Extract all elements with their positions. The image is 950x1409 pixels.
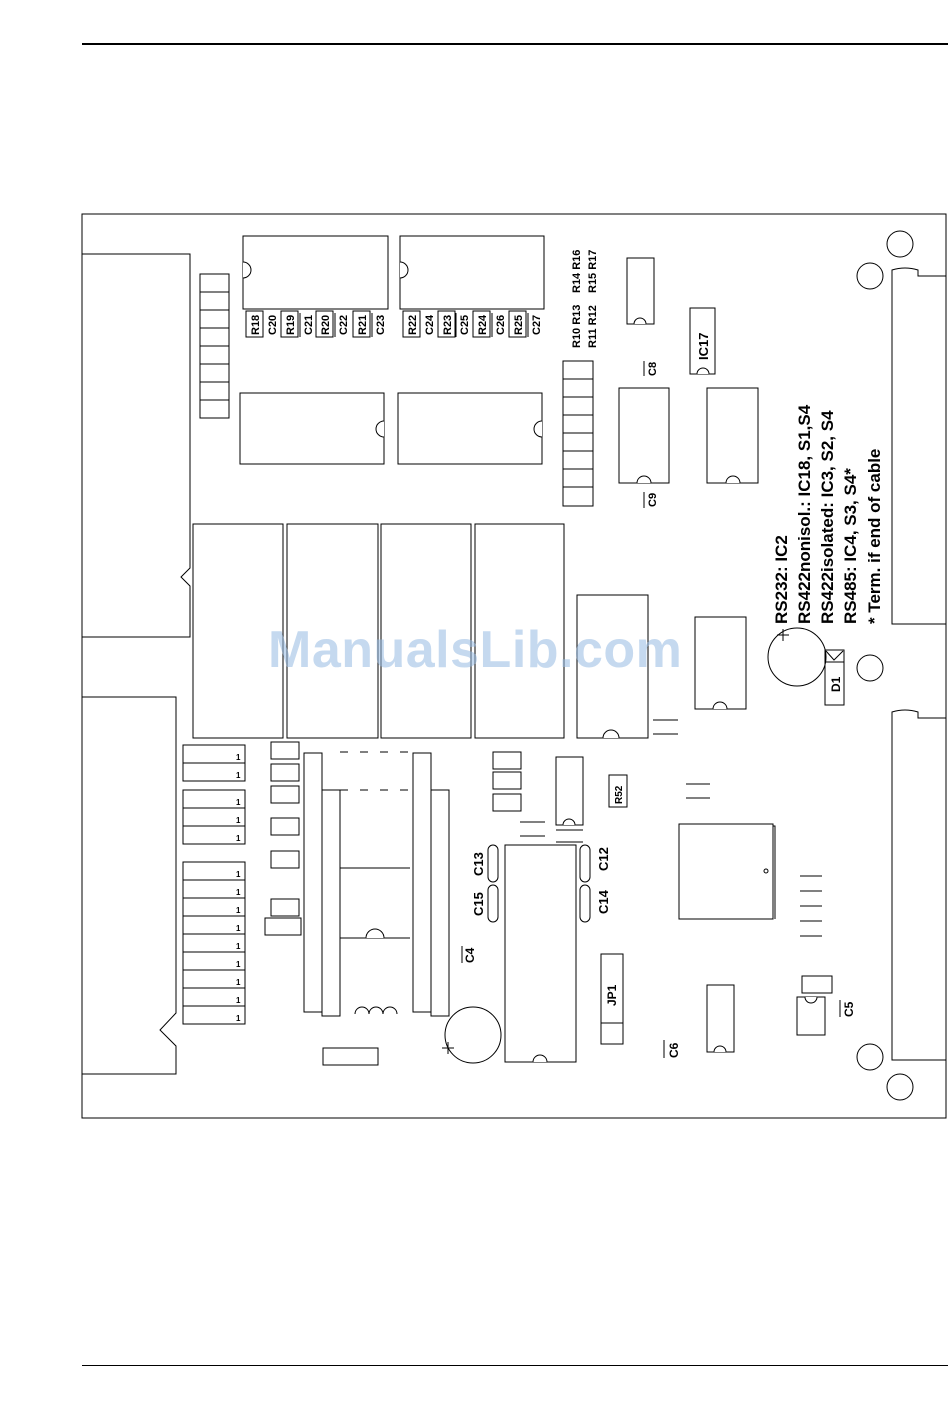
mount-hole-3 <box>857 655 883 681</box>
transformer <box>304 752 449 1016</box>
label-C14: C14 <box>596 889 611 914</box>
ic-small-top <box>627 258 654 324</box>
mount-hole-5 <box>887 1074 913 1100</box>
label-C23: C23 <box>375 315 387 335</box>
label-C20: C20 <box>267 315 279 335</box>
label-R10-R13: R10 R13 <box>571 305 583 348</box>
bottom-resistor <box>323 1048 378 1065</box>
mount-hole-4 <box>857 1044 883 1070</box>
mount-hole-1 <box>887 231 913 257</box>
ic-bottom-right <box>707 985 734 1052</box>
label-R20: R20 <box>320 315 332 335</box>
label-JP1: JP1 <box>605 984 619 1006</box>
pin1-d: 1 <box>236 816 241 825</box>
note-2: RS422nonisol.: IC18, S1,S4 <box>795 404 814 624</box>
resistor-strip <box>563 361 593 506</box>
watermark: ManualsLib.com <box>268 620 682 680</box>
label-R21: R21 <box>357 315 369 335</box>
pin1-h: 1 <box>236 906 241 915</box>
mount-hole-2 <box>857 263 883 289</box>
small-components <box>265 742 301 935</box>
label-C26: C26 <box>495 315 507 335</box>
label-C9: C9 <box>647 493 659 507</box>
label-C4: C4 <box>463 947 477 963</box>
pin1-e: 1 <box>236 834 241 843</box>
label-R11-R12: R11 R12 <box>587 305 599 348</box>
label-C27: C27 <box>531 315 543 335</box>
label-C15: C15 <box>471 892 486 916</box>
label-C5: C5 <box>842 1001 856 1017</box>
note-1: RS232: IC2 <box>772 535 791 624</box>
note-4: RS485: IC4, S3, S4* <box>841 468 860 624</box>
pin1-c: 1 <box>236 798 241 807</box>
pin1-l: 1 <box>236 978 241 987</box>
qfp-chip <box>679 824 773 919</box>
label-C24: C24 <box>424 314 436 335</box>
ic-mid-right <box>398 393 542 464</box>
ic-mid-right2 <box>695 617 746 709</box>
label-R15-R17: R15 R17 <box>587 250 599 293</box>
label-C13: C13 <box>471 852 486 876</box>
ic-mid-left <box>240 393 384 464</box>
ic-small-center <box>556 757 583 825</box>
label-R23: R23 <box>442 315 454 335</box>
label-IC17: IC17 <box>696 333 711 360</box>
ic-top-left <box>243 236 388 309</box>
pin1-a: 1 <box>236 753 241 762</box>
pin1-g: 1 <box>236 888 241 897</box>
label-R19: R19 <box>285 315 297 335</box>
cpu-dip <box>505 845 576 1062</box>
label-R25: R25 <box>513 315 525 335</box>
label-R22: R22 <box>407 315 419 335</box>
label-R24: R24 <box>477 314 489 335</box>
right-connector-top <box>892 268 946 624</box>
c4-cap <box>445 1007 501 1063</box>
label-C12: C12 <box>596 847 611 871</box>
label-R52: R52 <box>614 785 625 804</box>
ic-c9 <box>619 388 669 483</box>
note-5: * Term. if end of cable <box>865 449 884 624</box>
pin1-f: 1 <box>236 870 241 879</box>
pin1-i: 1 <box>236 924 241 933</box>
right-connector-bottom <box>892 710 946 1060</box>
pin1-b: 1 <box>236 771 241 780</box>
ic-top-right <box>400 236 544 309</box>
ic-right-upper <box>707 388 758 483</box>
pin1-m: 1 <box>236 996 241 1005</box>
label-C8: C8 <box>647 362 659 376</box>
label-R18: R18 <box>250 315 262 335</box>
label-C21: C21 <box>303 315 315 335</box>
bottom-left-connector <box>82 697 176 1074</box>
top-left-connector <box>82 254 190 637</box>
label-C6: C6 <box>667 1042 681 1058</box>
label-C22: C22 <box>338 315 350 335</box>
note-3: RS422isolated: IC3, S2, S4 <box>818 410 837 624</box>
pin1-j: 1 <box>236 942 241 951</box>
battery-circle <box>768 628 826 686</box>
pin1-k: 1 <box>236 960 241 969</box>
label-C25: C25 <box>459 315 471 335</box>
pin1-n: 1 <box>236 1014 241 1023</box>
label-D1: D1 <box>829 676 843 692</box>
label-R14-R16: R14 R16 <box>571 250 583 293</box>
switch-strip-1 <box>200 274 229 418</box>
